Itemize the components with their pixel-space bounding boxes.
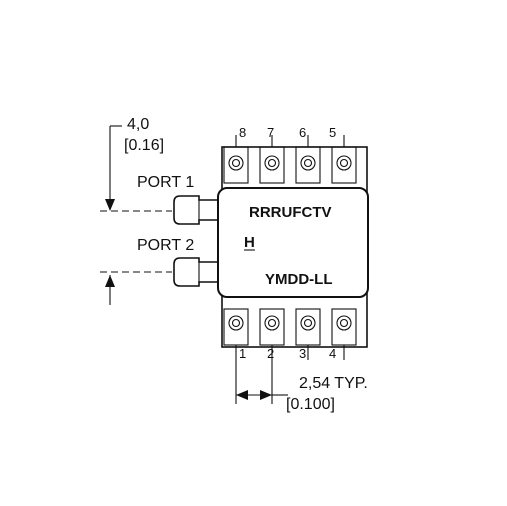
port-1-tube [173,195,218,225]
marking-line-2: H [244,234,255,251]
pin-label-8: 8 [239,125,246,140]
pin-5: 5 [329,125,357,184]
marking-line-3: YMDD-LL [265,271,333,288]
marking-line-1: RRRUFCTV [249,204,332,221]
pin-label-5: 5 [329,125,336,140]
pin-label-6: 6 [299,125,306,140]
pin-label-4: 4 [329,346,336,361]
port-spacing-dimension [105,125,122,305]
bottom-pins: 1 2 3 4 [223,308,357,404]
pin-8: 8 [223,125,249,184]
pin-label-7: 7 [267,125,274,140]
port-spacing-mm: 4,0 [127,116,149,133]
pin-3: 3 [295,308,321,361]
port-1-label: PORT 1 [137,174,194,191]
port-2-label: PORT 2 [137,237,194,254]
top-pins: 8 7 6 5 [223,125,357,184]
pin-1: 1 [223,308,249,361]
pin-label-1: 1 [239,346,246,361]
pin-label-3: 3 [299,346,306,361]
pin-pitch-dimension [235,360,288,404]
pin-pitch-in: [0.100] [286,396,335,413]
port-2-tube [173,257,218,287]
housing-body [217,187,369,298]
pin-label-2: 2 [267,346,274,361]
port-spacing-in: [0.16] [124,137,164,154]
pin-2: 2 [259,308,285,404]
pin-pitch-mm: 2,54 TYP. [299,375,368,392]
pin-6: 6 [295,125,321,184]
pin-4: 4 [329,308,357,361]
pin-7: 7 [259,125,285,184]
